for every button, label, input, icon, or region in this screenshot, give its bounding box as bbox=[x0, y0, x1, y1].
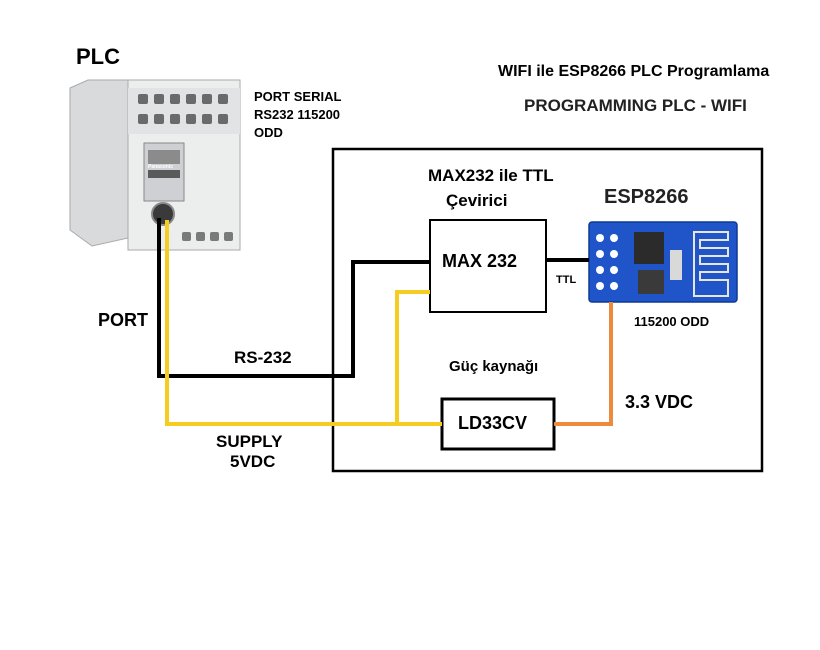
max232-caption-2: Çevirici bbox=[446, 191, 508, 210]
ttl-label: TTL bbox=[556, 274, 577, 286]
supply-label: SUPPLY bbox=[216, 432, 283, 451]
rs232-wire-label: RS-232 bbox=[234, 348, 292, 367]
esp-settings-label: 115200 ODD bbox=[634, 314, 710, 329]
rs232-baud-label: RS232 115200 bbox=[254, 107, 341, 122]
supply-wire bbox=[165, 220, 442, 426]
max232-caption: MAX232 ile TTL bbox=[428, 166, 554, 185]
plc-label: PLC bbox=[76, 44, 120, 69]
port-wire-label: PORT bbox=[98, 310, 149, 330]
diagram-subtitle: PROGRAMMING PLC - WIFI bbox=[524, 96, 747, 115]
max232-box bbox=[429, 219, 547, 313]
plc-brand: Panasonic bbox=[148, 164, 174, 170]
ld33cv-box-label: LD33CV bbox=[458, 413, 528, 433]
supply-voltage-label: 5VDC bbox=[230, 452, 276, 471]
power-supply-caption: Güç kaynağı bbox=[449, 358, 539, 375]
vdc33-wire bbox=[554, 302, 613, 426]
vdc33-label: 3.3 VDC bbox=[625, 392, 694, 412]
max232-box-label: MAX 232 bbox=[442, 251, 518, 271]
parity-label: ODD bbox=[254, 125, 283, 140]
enclosure-frame bbox=[331, 147, 764, 473]
esp8266-module bbox=[588, 221, 738, 303]
rs232-wire bbox=[157, 218, 430, 378]
diagram-title: WIFI ile ESP8266 PLC Programlama bbox=[498, 63, 770, 80]
ld33cv-box bbox=[440, 397, 556, 451]
port-serial-label: PORT SERIAL bbox=[254, 89, 342, 104]
supply-wire-max232 bbox=[395, 290, 430, 424]
esp8266-label: ESP8266 bbox=[604, 186, 689, 208]
